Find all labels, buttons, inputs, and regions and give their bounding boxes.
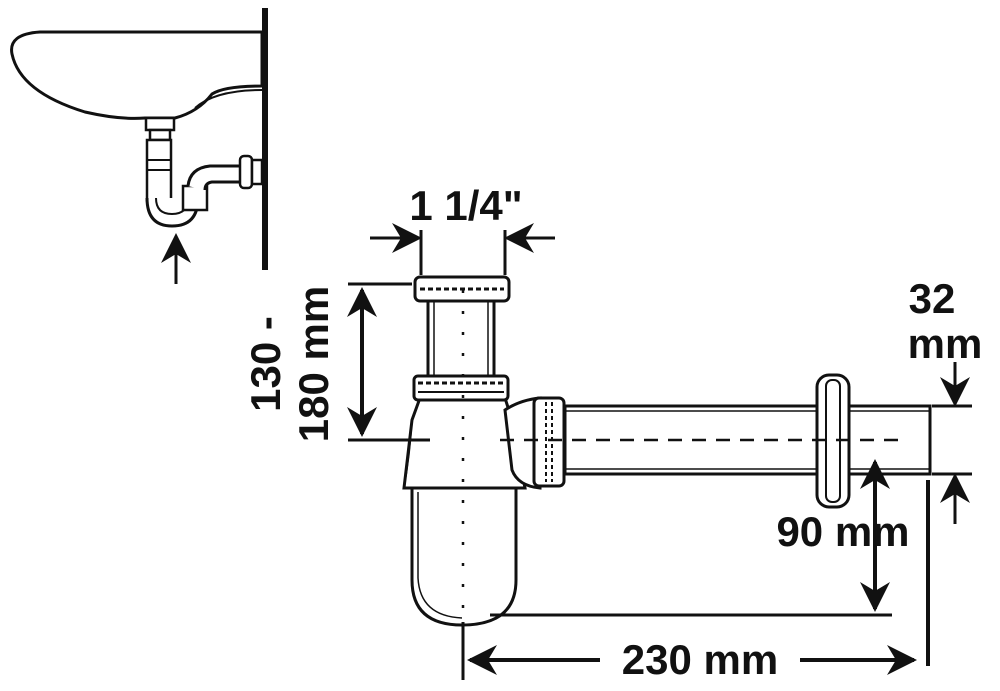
height-range-label-line2: 180 mm (290, 286, 337, 442)
outlet-diameter-label-line2: mm (908, 320, 983, 367)
wall-line (262, 8, 268, 270)
inlet-tube (426, 298, 496, 378)
collar-nut (412, 374, 510, 402)
outlet-diameter-label-line1: 32 (909, 275, 956, 322)
union-nut (532, 396, 566, 488)
washbasin-icon (10, 30, 264, 120)
depth-label: 230 mm (622, 636, 778, 683)
bottle-siphon (402, 275, 932, 627)
inlet-diameter-label: 1 1/4" (409, 182, 522, 229)
installation-thumbnail (10, 8, 268, 284)
dimension-lines (347, 223, 972, 682)
outlet-height-label: 90 mm (776, 508, 909, 555)
height-range-label-line1: 130 - (242, 316, 289, 412)
